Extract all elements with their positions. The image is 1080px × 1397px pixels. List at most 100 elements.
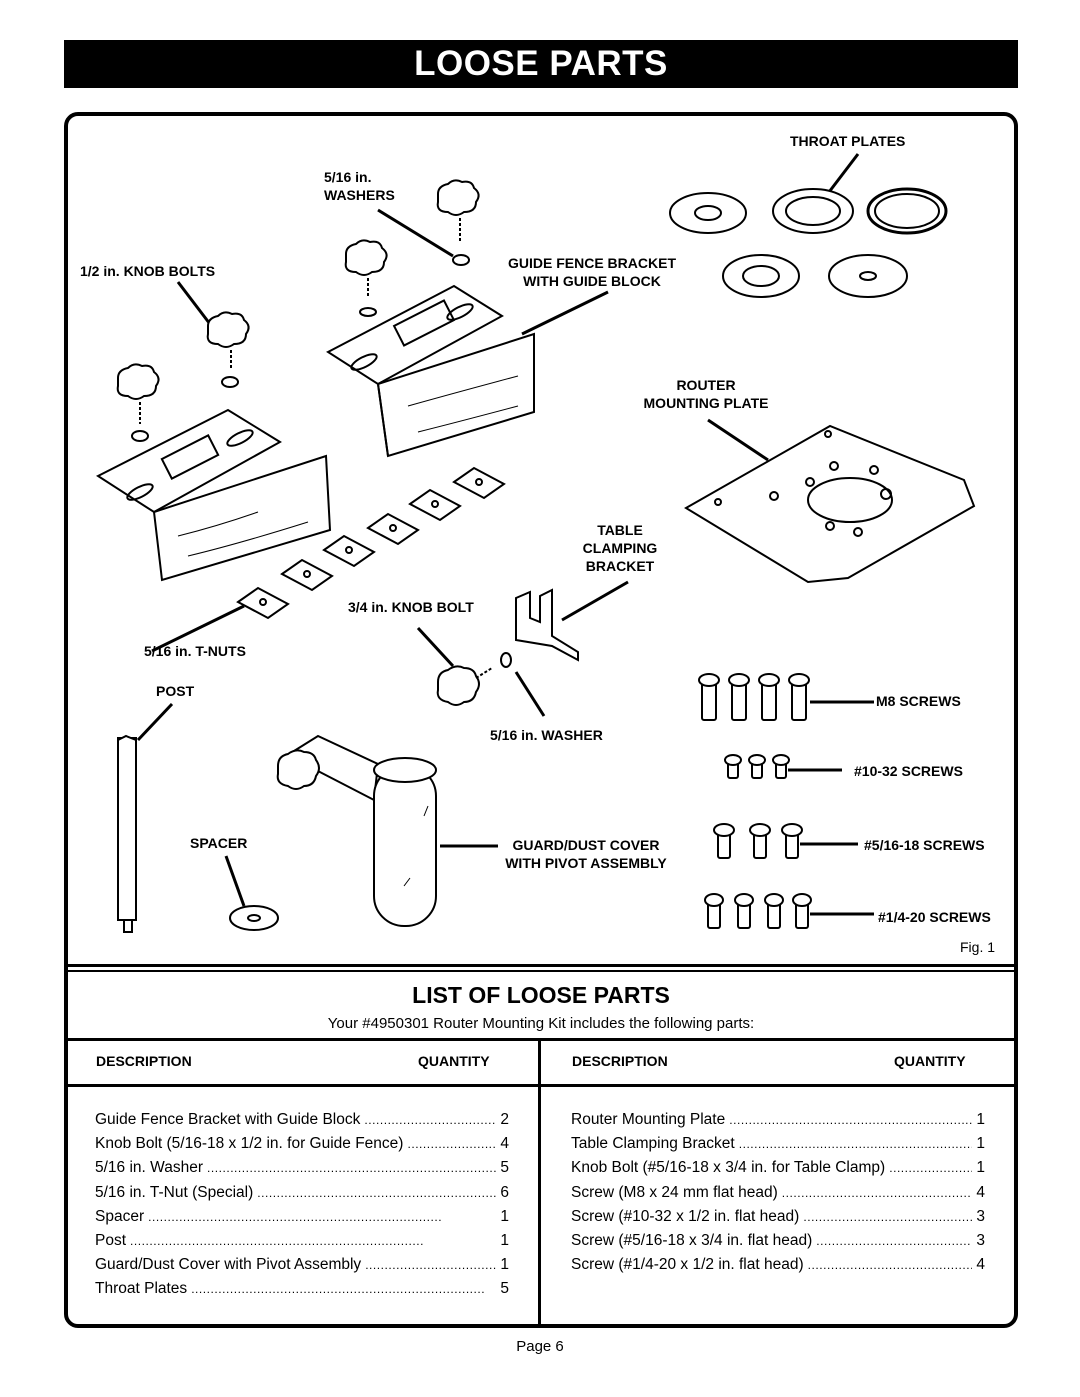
divider [68,964,1014,967]
divider [68,1084,538,1087]
divider [68,1038,1014,1041]
t-nuts-drawing [151,466,506,653]
page-number: Page 6 [516,1338,564,1355]
item-quantity: 2 [500,1111,509,1128]
label-router-1: ROUTER [676,377,736,393]
router-plate-drawing [684,418,976,584]
parts-list-right: Router Mounting Plate 1 Table Clamping Br… [571,1108,985,1277]
label-knob-bolts: 1/2 in. KNOB BOLTS [80,263,216,279]
list-item: Router Mounting Plate 1 [571,1108,985,1132]
guide-fence-bracket-drawing [95,284,535,582]
item-description: Knob Bolt (#5/16-18 x 3/4 in. for Table … [571,1159,886,1177]
label-post: POST [156,683,195,699]
guard-drawing [276,734,498,927]
header-description-left: DESCRIPTION [96,1053,192,1069]
list-item: Throat Plates 5 [95,1277,509,1301]
header-description-right: DESCRIPTION [572,1053,668,1069]
item-quantity: 1 [500,1207,509,1225]
parts-figure: THROAT PLATES 5/16 in. WASHERS 1/2 in. K… [68,116,1014,963]
item-description: Throat Plates [95,1280,188,1298]
list-item: Knob Bolt (#5/16-18 x 3/4 in. for Table … [571,1156,985,1180]
item-quantity: 1 [500,1256,509,1274]
item-description: Router Mounting Plate [571,1111,726,1128]
label-table-2: CLAMPING [582,540,658,556]
label-1-4-20-screws: #1/4-20 SCREWS [878,909,991,925]
list-item: Screw (#5/16-18 x 3/4 in. flat head)3 [571,1229,985,1253]
table-clamp-drawing [515,580,629,662]
label-guard-2: WITH PIVOT ASSEMBLY [505,855,667,871]
screws-1-4-20 [704,893,874,929]
item-description: Post [95,1232,127,1250]
screws-5-16-18 [713,823,858,859]
label-spacer: SPACER [190,835,248,851]
label-guard-1: GUARD/DUST COVER [512,837,660,853]
label-router-2: MOUNTING PLATE [643,395,769,411]
list-item: Guide Fence Bracket with Guide Block 2 [95,1108,509,1132]
item-quantity: 1 [976,1135,985,1153]
list-item: Guard/Dust Cover with Pivot Assembly 1 [95,1253,509,1277]
content-frame [64,112,1018,1328]
post-drawing [117,702,174,933]
list-item: Screw (M8 x 24 mm flat head) 4 [571,1181,985,1205]
item-description: Screw (#1/4-20 x 1/2 in. flat head) [571,1256,804,1274]
list-item: Screw (#1/4-20 x 1/2 in. flat head) 4 [571,1253,985,1277]
item-description: Table Clamping Bracket [571,1135,735,1153]
item-quantity: 5 [500,1159,509,1177]
figure-number: Fig. 1 [960,939,996,955]
item-description: Screw (#10-32 x 1/2 in. flat head) [571,1207,800,1225]
label-washers-size: 5/16 in. [324,169,372,185]
item-description: Screw (#5/16-18 x 3/4 in. flat head) [571,1232,813,1250]
page-title: LOOSE PARTS [64,40,1018,88]
item-description: Spacer [95,1207,145,1225]
label-knob-bolt-34: 3/4 in. KNOB BOLT [348,599,474,615]
label-table-1: TABLE [597,522,643,538]
item-description: Knob Bolt (5/16-18 x 1/2 in. for Guide F… [95,1135,404,1153]
column-separator [538,1040,541,1324]
item-description: Guide Fence Bracket with Guide Block [95,1111,361,1128]
item-description: Screw (M8 x 24 mm flat head) [571,1183,778,1201]
knob-bolt-34-drawing [416,626,546,717]
label-guide-fence-2: WITH GUIDE BLOCK [523,273,661,289]
list-item: Screw (#10-32 x 1/2 in. flat head) 3 [571,1205,985,1229]
label-washers: WASHERS [324,187,395,203]
list-item: Post 1 [95,1229,509,1253]
screws-10-32 [724,754,842,779]
item-quantity: 3 [976,1207,985,1225]
label-m8-screws: M8 SCREWS [876,693,961,709]
list-item: 5/16 in. T-Nut (Special) 6 [95,1181,509,1205]
item-description: 5/16 in. Washer [95,1159,203,1177]
item-quantity: 1 [500,1232,509,1250]
item-description: 5/16 in. T-Nut (Special) [95,1183,254,1201]
spacer-drawing [224,855,279,931]
item-quantity: 5 [500,1280,509,1298]
label-table-3: BRACKET [585,558,655,574]
label-5-16-18-screws: #5/16-18 SCREWS [864,837,985,853]
list-item: Knob Bolt (5/16-18 x 1/2 in. for Guide F… [95,1132,509,1156]
item-quantity: 4 [500,1135,509,1153]
list-intro: Your #4950301 Router Mounting Kit includ… [327,1015,755,1032]
item-quantity: 4 [976,1183,985,1201]
list-item: 5/16 in. Washer 5 [95,1156,509,1180]
knob-bolts-drawing [116,179,480,442]
list-item: Spacer 1 [95,1205,509,1229]
list-item: Table Clamping Bracket 1 [571,1132,985,1156]
label-throat-plates: THROAT PLATES [790,133,906,149]
item-quantity: 4 [976,1256,985,1274]
screws-drawing [698,673,874,929]
item-quantity: 1 [976,1159,985,1177]
item-quantity: 1 [976,1111,985,1128]
m8-screws [698,673,874,721]
parts-illustration [95,153,976,933]
throat-plates-drawing [669,153,948,298]
header-quantity-right: QUANTITY [894,1053,966,1069]
list-title: LIST OF LOOSE PARTS [412,982,670,1008]
item-quantity: 6 [500,1183,509,1201]
divider [541,1084,1014,1087]
header-quantity-left: QUANTITY [418,1053,490,1069]
divider [68,970,1014,972]
label-washer-516: 5/16 in. WASHER [490,727,603,743]
parts-list-left: Guide Fence Bracket with Guide Block 2 Kn… [95,1108,509,1302]
label-guide-fence-1: GUIDE FENCE BRACKET [507,255,676,271]
item-description: Guard/Dust Cover with Pivot Assembly [95,1256,362,1274]
label-t-nuts: 5/16 in. T-NUTS [144,643,246,659]
